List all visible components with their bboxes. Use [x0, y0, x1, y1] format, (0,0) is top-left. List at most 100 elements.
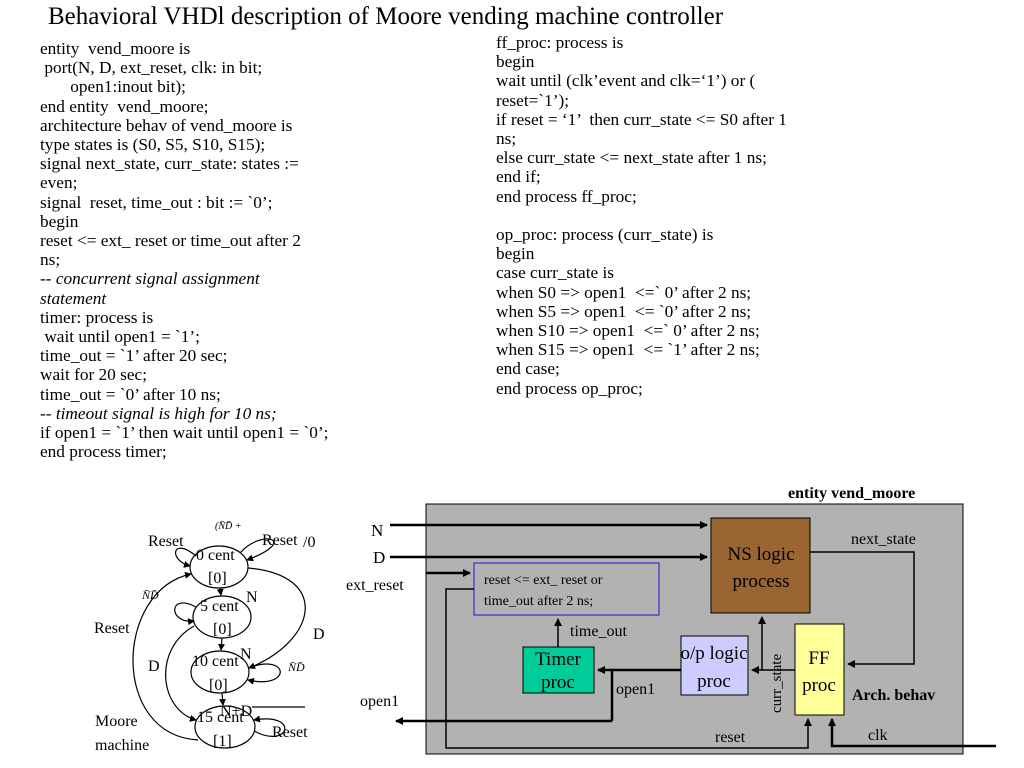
reset-equation-line1: reset <= ext_ reset or — [484, 573, 603, 588]
code-left-line: signal next_state, curr_state: states := — [40, 154, 299, 174]
transition-s10-s15 — [219, 692, 226, 706]
transition-s5-self — [174, 602, 197, 626]
wire-next-state — [810, 551, 915, 668]
signal-time-out: time_out — [570, 623, 627, 640]
state-15-name: 15 cent — [197, 709, 244, 726]
state-15-cent — [194, 705, 256, 749]
code-right-line: ff_proc: process is — [496, 33, 624, 52]
ns-logic-label-1: NS logic — [727, 544, 794, 565]
transition-s0-self-left — [174, 547, 197, 568]
reset-equation-line2: time_out after 2 ns; — [484, 594, 593, 609]
transition-s0-s10-d — [247, 567, 306, 669]
op-logic-label-2: proc — [697, 671, 731, 692]
architecture-box — [425, 503, 964, 755]
label-reset-s15: Reset — [272, 724, 308, 741]
state-10-cent — [190, 650, 250, 694]
page-title: Behavioral VHDl description of Moore ven… — [48, 3, 724, 30]
ns-logic-block — [710, 517, 811, 614]
timer-label-2: proc — [541, 672, 575, 693]
transition-s5-s15-d — [165, 625, 197, 722]
transition-s5-s10 — [218, 637, 225, 651]
label-n-s0-s5: N — [246, 589, 258, 606]
code-left-line: even; — [40, 173, 78, 193]
label-nd-bar-top: (N̄D̄ + — [215, 520, 241, 532]
code-left-line: port(N, D, ext_reset, clk: in bit; — [40, 58, 263, 78]
ff-block — [794, 623, 845, 716]
transition-s0-self-right — [239, 538, 275, 562]
state-0-name: 0 cent — [196, 547, 235, 564]
arch-label: Arch. behav — [852, 687, 935, 704]
code-left-line: ns; — [40, 250, 61, 270]
code-right-line: if reset = ‘1’ then curr_state <= S0 aft… — [496, 109, 787, 129]
code-left-line: time_out = `0’ after 10 ns; — [40, 384, 221, 404]
state-10-output: [0] — [209, 677, 228, 694]
code-right-line: when S0 => open1 <=` 0’ after 2 ns; — [496, 282, 752, 302]
transition-s15-self — [253, 715, 286, 737]
code-left-line: open1:inout bit); — [40, 77, 186, 97]
signal-d: D — [373, 548, 385, 567]
label-reset-top-right: Reset — [262, 532, 298, 549]
label-n-s5-s10: N — [240, 646, 252, 663]
signal-clk: clk — [868, 727, 888, 744]
signal-curr-state: curr_state — [769, 654, 785, 713]
entity-label: entity vend_moore — [788, 485, 915, 502]
timer-label-1: Timer — [535, 649, 581, 670]
wire-reset — [445, 588, 812, 749]
code-right-line: end process ff_proc; — [496, 186, 637, 206]
code-left-line: timer: process is — [40, 307, 154, 327]
code-right-line: wait until (clk’event and clk=‘1’) or ( — [496, 71, 756, 91]
label-reset-top-left: Reset — [148, 533, 184, 550]
ns-logic-label-2: process — [733, 571, 790, 592]
wire-clk — [828, 718, 996, 748]
state-15-output: [1] — [213, 733, 232, 750]
code-left-line: begin — [40, 211, 79, 231]
code-right-line: when S15 => open1 <= `1’ after 2 ns; — [496, 340, 760, 360]
reset-equation-box — [473, 562, 660, 616]
code-left-line: reset <= ext_ reset or time_out after 2 — [40, 231, 301, 251]
code-right-line: end case; — [496, 359, 560, 379]
ff-label-1: FF — [808, 648, 829, 669]
code-right-line: end process op_proc; — [496, 378, 643, 398]
code-left-line: type states is (S0, S5, S10, S15); — [40, 135, 266, 155]
code-right-line: begin — [496, 244, 535, 264]
code-left-line: architecture behav of vend_moore is — [40, 115, 293, 135]
code-left-line: if open1 = `1’ then wait until open1 = `… — [40, 423, 329, 443]
transition-s10-self — [247, 663, 281, 685]
label-slash-zero: /0 — [303, 534, 315, 551]
signal-reset: reset — [715, 729, 746, 746]
label-d-left: D — [148, 658, 160, 675]
signal-next-state: next_state — [851, 531, 916, 548]
code-left-line: wait for 20 sec; — [40, 365, 148, 385]
code-left-line: statement — [40, 288, 107, 308]
op-logic-block — [680, 635, 749, 696]
code-left-line: entity vend_moore is — [40, 39, 191, 58]
signal-open1-out: open1 — [360, 693, 399, 710]
code-right-line: end if; — [496, 167, 541, 187]
label-reset-left: Reset — [94, 620, 130, 637]
ff-label-2: proc — [802, 675, 836, 696]
code-right-line: when S10 => open1 <=` 0’ after 2 ns; — [496, 321, 760, 341]
state-5-output: [0] — [213, 621, 232, 638]
code-right-line: case curr_state is — [496, 263, 615, 283]
code-right-line: ns; — [496, 129, 517, 149]
fsm-caption-line2: machine — [95, 737, 149, 754]
code-left-line: end process timer; — [40, 442, 167, 462]
code-right-line: else curr_state <= next_state after 1 ns… — [496, 148, 767, 168]
code-left-line: -- concurrent signal assignment — [40, 269, 260, 289]
timer-block — [522, 646, 595, 694]
code-listing-left: entity vend_moore is port(N, D, ext_rese… — [40, 39, 328, 461]
state-5-name: 5 cent — [200, 598, 239, 615]
label-nd-s10-s15: N+D — [220, 703, 252, 720]
state-diagram: 0 cent [0] 5 cent [0] 10 cent [0] 15 cen… — [94, 520, 325, 754]
code-right-line: reset=`1’); — [496, 90, 570, 110]
code-right-line: begin — [496, 52, 535, 72]
code-left-line: -- timeout signal is high for 10 ns; — [40, 403, 277, 423]
code-left-line: signal reset, time_out : bit := `0’; — [40, 192, 273, 212]
code-left-line: time_out = `1’ after 20 sec; — [40, 346, 228, 366]
op-logic-label-1: o/p logic — [680, 643, 747, 664]
signal-n: N — [371, 521, 383, 540]
code-right-line: when S5 => open1 <= `0’ after 2 ns; — [496, 301, 752, 321]
label-d-right: D — [313, 626, 325, 643]
